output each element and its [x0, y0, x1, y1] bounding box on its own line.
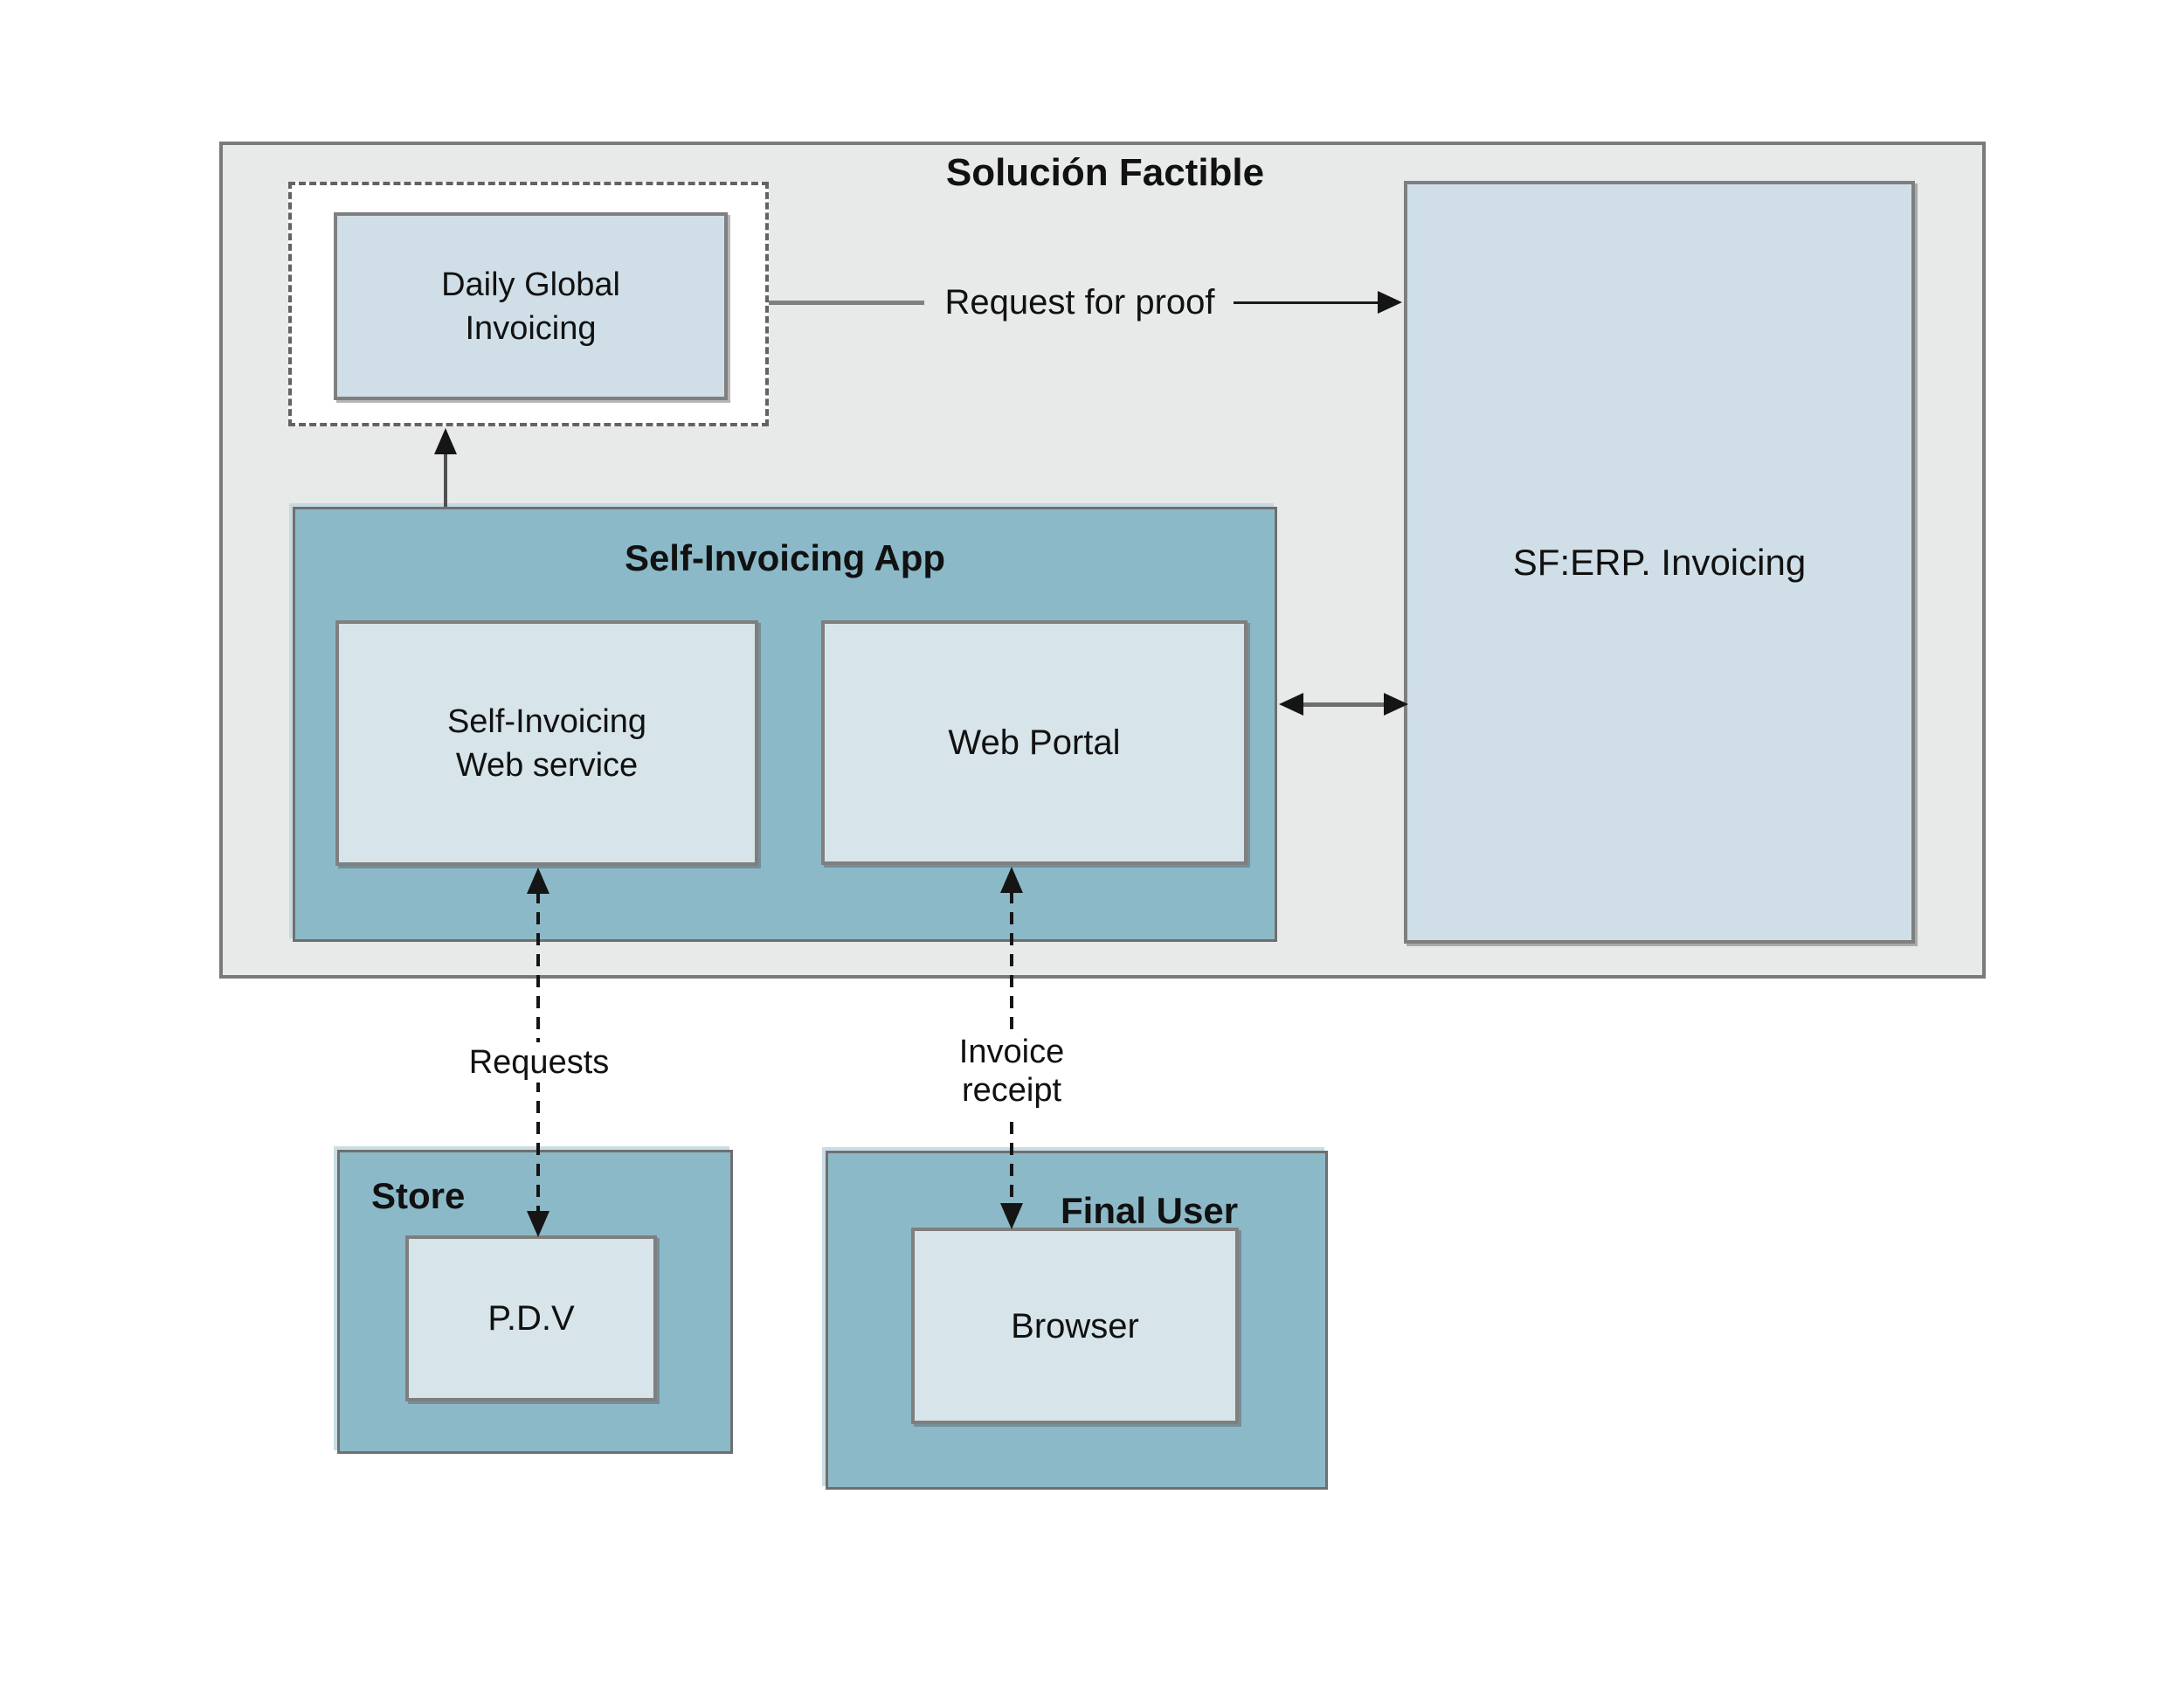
node-label: SF:ERP. Invoicing — [1512, 541, 1807, 583]
node-label-line: Daily Global — [441, 266, 620, 303]
group-title-self-invoicing-app: Self-Invoicing App — [624, 537, 946, 578]
node-sferp-invoicing: SF:ERP. Invoicing — [1404, 181, 1915, 944]
arrowhead-down-icon — [527, 1211, 549, 1237]
edge-label-invoice-receipt: Invoice receipt — [907, 1033, 1116, 1113]
node-label-line: Invoicing — [465, 309, 597, 347]
group-title-solucion-factible: Solución Factible — [945, 151, 1265, 194]
arrowhead-down-icon — [1000, 1203, 1023, 1229]
arrow-app-sferp-line — [1300, 702, 1386, 707]
node-label: Web Portal — [948, 723, 1121, 762]
node-label: P.D.V — [487, 1299, 575, 1338]
arrowhead-left-icon — [1279, 693, 1303, 716]
arrowhead-up-icon — [527, 868, 549, 894]
node-label: Browser — [1011, 1306, 1139, 1346]
node-browser: Browser — [911, 1228, 1239, 1424]
edge-label-requests: Requests — [452, 1042, 626, 1083]
group-title-store: Store — [371, 1175, 466, 1216]
arrow-request-proof-line-right — [1234, 301, 1380, 304]
arrowhead-up-icon — [434, 428, 457, 454]
edge-label-line: Invoice — [958, 1034, 1065, 1070]
arrowhead-up-icon — [1000, 867, 1023, 893]
arrow-request-proof-line-left — [769, 301, 924, 305]
node-label-line: Web service — [455, 746, 639, 784]
node-label-line: Self-Invoicing — [446, 702, 647, 740]
arrowhead-right-icon — [1384, 693, 1408, 716]
arrow-app-to-daily-line — [444, 453, 447, 507]
edge-label-line: receipt — [961, 1072, 1062, 1109]
arrowhead-right-icon — [1378, 291, 1402, 314]
node-self-invoicing-web-service: Self-Invoicing Web service — [335, 620, 758, 866]
edge-label-request-for-proof: Request for proof — [944, 283, 1215, 322]
node-daily-global-invoicing: Daily Global Invoicing — [334, 212, 728, 400]
node-pdv: P.D.V — [405, 1235, 657, 1401]
group-title-final-user: Final User — [1061, 1190, 1239, 1231]
node-web-portal: Web Portal — [821, 620, 1248, 865]
